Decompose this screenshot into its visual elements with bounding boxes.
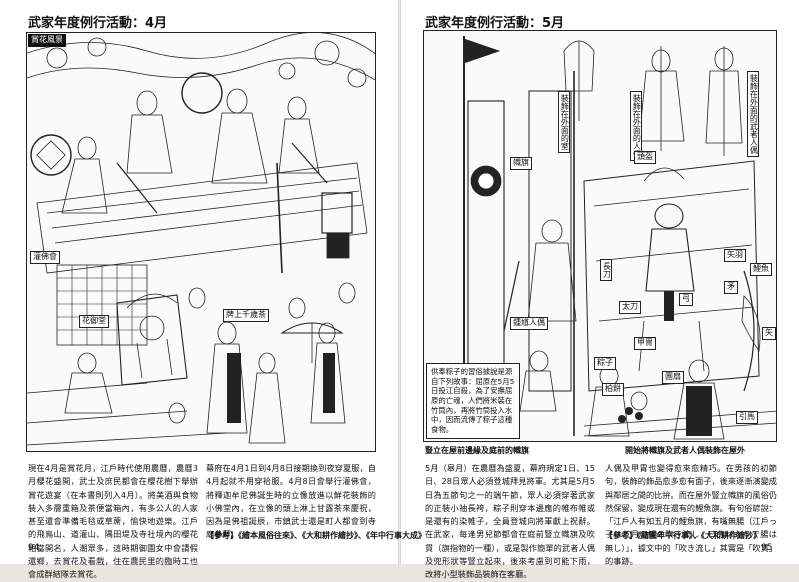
left-references: 【參考】《繪本風俗往來》、《大和耕作繪抄》、《年中行事大成》	[206, 531, 426, 540]
left-page-title: 武家年度例行活動：4月	[28, 16, 168, 31]
label-outdoor-warrior-doll: 裝飾在外面的武者人偶	[747, 71, 760, 157]
hanami-line-art	[27, 33, 375, 446]
right-references: 【參考】《繪圖年中行事》、《大和耕作繪抄》	[605, 531, 761, 540]
right-page-number: 95	[761, 543, 773, 553]
label-armor: 甲冑	[634, 337, 656, 350]
label-hikiuma: 引馬	[736, 411, 758, 424]
label-chimaki: 粽子	[594, 357, 616, 370]
label-hanami-scene: 賞花風景	[28, 34, 66, 47]
right-illustration-tango: 裝飾在外面的室 裝飾在外面的人偶 裝飾在外面的武者人偶 頭盔 幟旗 鍾馗人偶 長…	[423, 30, 777, 442]
label-koi: 鯉魚	[750, 263, 772, 276]
label-hanamido: 花御堂	[79, 315, 109, 328]
caption-nobori-banners: 豎立在屋前邊緣及庭前的幟旗	[425, 446, 529, 455]
left-paragraph-2: 幕府在4月1日到4月8日接期換到夜穿夏服，自4月起就不用穿袷服。4月8日會舉行灌…	[206, 463, 376, 540]
label-naginata: 長刀	[600, 259, 613, 281]
caption-outdoor-display: 開始將幟旗及武者人偶裝飾在屋外	[625, 446, 745, 455]
right-page-title: 武家年度例行活動：5月	[425, 16, 565, 31]
left-page: 武家年度例行活動：4月	[0, 0, 426, 579]
label-outdoor-doll: 裝飾在外面的人偶	[630, 91, 643, 161]
chimaki-origin-caption: 供奉粽子的習俗據說是源自下列故事：屈原在5月5日投江自殺，為了安撫屈原的亡魂，人…	[426, 363, 520, 439]
label-uchiwa: 團扇	[662, 371, 684, 384]
label-sweet-tea: 牌上千歲茶	[223, 309, 269, 322]
label-spear: 矛	[724, 281, 738, 294]
label-tachi: 太刀	[619, 301, 641, 314]
right-paragraph-2: 人偶及甲胄也變得愈來愈精巧。在男孩的初節句，裝飾的飾品愈多愈有面子，後來逐漸演變…	[605, 463, 777, 566]
book-gutter	[398, 0, 401, 564]
label-shoki-doll: 鍾馗人偶	[510, 317, 548, 330]
label-arrow: 矢	[762, 327, 776, 340]
right-page: 武家年度例行活動：5月	[401, 0, 799, 579]
label-kabuto: 頭盔	[634, 151, 656, 164]
label-kashiwa-mochi: 柏餅	[602, 383, 624, 396]
left-page-number: 94	[28, 543, 40, 553]
label-bow: 弓	[679, 293, 693, 306]
label-yabane: 矢羽	[724, 249, 746, 262]
label-outdoor-kabuto: 裝飾在外面的室	[558, 91, 571, 153]
left-illustration-hanami: 賞花風景 灌佛會 花御堂 牌上千歲茶	[26, 32, 376, 452]
label-kanbutsu-e: 灌佛會	[30, 251, 60, 264]
label-nobori: 幟旗	[510, 157, 532, 170]
